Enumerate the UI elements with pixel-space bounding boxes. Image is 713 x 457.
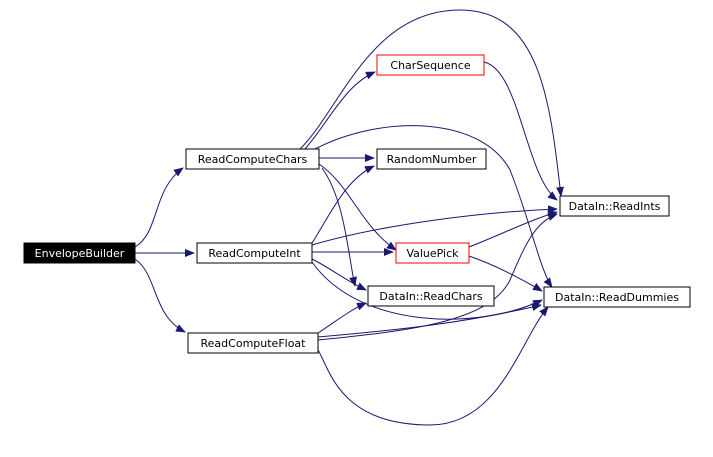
node-datain-read-chars[interactable]: DataIn::ReadChars — [367, 285, 495, 307]
edge-envelope-builder-to-read-compute-chars — [134, 167, 184, 248]
node-box — [23, 242, 136, 264]
node-label: ReadComputeChars — [198, 153, 308, 166]
node-datain-read-ints[interactable]: DataIn::ReadInts — [559, 195, 670, 217]
edge-read-compute-chars-to-datain-read-chars — [321, 167, 357, 287]
node-box — [376, 54, 485, 76]
node-read-compute-int[interactable]: ReadComputeInt — [196, 242, 313, 264]
node-box — [395, 242, 470, 264]
edge-read-compute-float-to-datain-read-dummies — [317, 303, 542, 338]
node-box — [367, 285, 495, 307]
node-label: DataIn::ReadDummies — [555, 291, 679, 304]
node-value-pick[interactable]: ValuePick — [395, 242, 470, 264]
edge-read-compute-chars-to-value-pick — [318, 163, 397, 251]
node-datain-read-dummies[interactable]: DataIn::ReadDummies — [543, 286, 691, 308]
node-box — [543, 286, 691, 308]
edge-read-compute-float-to-datain-read-ints — [317, 213, 558, 341]
node-label: ReadComputeFloat — [201, 337, 307, 350]
edge-read-compute-chars-to-datain-read-ints — [299, 9, 564, 197]
edge-char-sequence-to-datain-read-ints — [483, 61, 558, 201]
edge-read-compute-float-to-datain-read-chars — [317, 302, 367, 334]
edge-read-compute-chars-to-char-sequence — [304, 71, 376, 150]
edge-read-compute-int-to-datain-read-ints — [311, 205, 558, 246]
node-envelope-builder[interactable]: EnvelopeBuilder — [23, 242, 136, 264]
node-char-sequence[interactable]: CharSequence — [376, 54, 485, 76]
node-label: ValuePick — [406, 247, 459, 260]
edge-value-pick-to-datain-read-ints — [468, 210, 558, 248]
node-box — [376, 148, 487, 170]
node-box — [196, 242, 313, 264]
node-label: ReadComputeInt — [208, 247, 301, 260]
node-label: RandomNumber — [387, 153, 477, 166]
edge-read-compute-int-to-datain-read-chars — [311, 258, 367, 291]
edge-read-compute-int-to-datain-read-dummies — [311, 261, 543, 320]
node-box — [185, 148, 320, 170]
node-box — [559, 195, 670, 217]
node-label: DataIn::ReadChars — [379, 290, 482, 303]
edge-read-compute-float-to-datain-read-dummies-lower — [317, 306, 549, 426]
nodes-layer: EnvelopeBuilder ReadComputeCharsReadCompu… — [23, 54, 691, 354]
node-random-number[interactable]: RandomNumber — [376, 148, 487, 170]
edge-read-compute-int-to-random-number — [311, 165, 375, 244]
edge-value-pick-to-datain-read-dummies — [468, 255, 543, 292]
edge-envelope-builder-to-read-compute-float — [134, 258, 186, 333]
node-label: DataIn::ReadInts — [569, 200, 661, 213]
node-read-compute-chars[interactable]: ReadComputeChars — [185, 148, 320, 170]
node-read-compute-float[interactable]: ReadComputeFloat — [187, 332, 319, 354]
edges-layer — [134, 9, 564, 426]
node-label: CharSequence — [390, 59, 470, 72]
node-label: EnvelopeBuilder — [35, 247, 125, 260]
edge-read-compute-chars-to-datain-read-dummies — [314, 125, 553, 288]
node-box — [187, 332, 319, 354]
